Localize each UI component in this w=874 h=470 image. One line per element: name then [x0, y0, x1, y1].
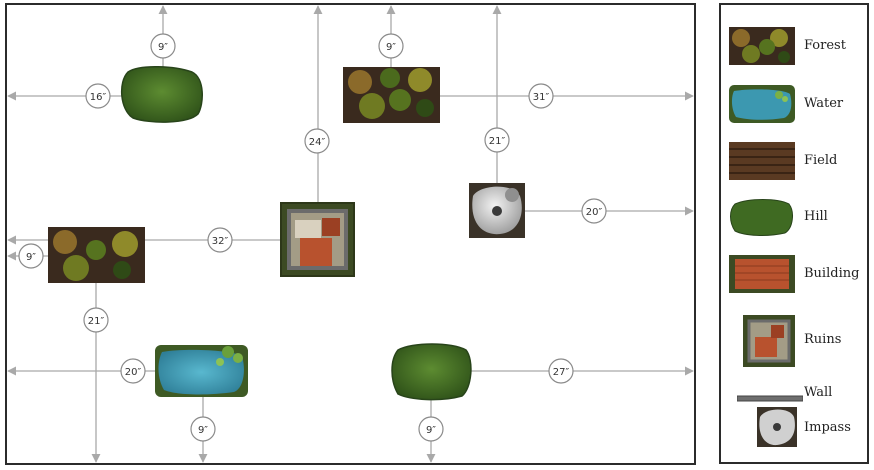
svg-text:9″: 9″ — [158, 42, 168, 53]
svg-text:9″: 9″ — [198, 425, 208, 436]
svg-text:21″: 21″ — [489, 136, 506, 147]
hill-terrain-2 — [391, 343, 472, 401]
legend-label-impass: Impass — [804, 420, 851, 435]
svg-text:16″: 16″ — [90, 92, 107, 103]
measurement-label-forest-top: 9″ — [378, 33, 404, 59]
legend-item-field: Field — [729, 142, 865, 186]
hill-terrain — [121, 65, 203, 123]
measurement-label-forest2-down: 21″ — [83, 307, 109, 333]
measurement-labels: 9″ 16″ 9″ 31″ 24″ 21″ 20″ 32″ 9″ 21″ 20″ 9″ 27″ 9″ — [18, 33, 607, 442]
measurement-label-hill-left: 16″ — [85, 83, 111, 109]
svg-text:20″: 20″ — [586, 207, 603, 218]
measurement-label-impass-up: 21″ — [484, 127, 510, 153]
water-icon — [729, 85, 795, 127]
legend-item-forest: Forest — [729, 27, 865, 71]
forest-terrain-2 — [48, 227, 145, 283]
impass-terrain — [469, 183, 525, 238]
legend-item-impass: Impass — [729, 407, 865, 451]
legend-item-building: Building — [729, 255, 865, 299]
svg-text:20″: 20″ — [125, 367, 142, 378]
legend-label-forest: Forest — [804, 38, 846, 53]
legend-label-field: Field — [804, 153, 838, 168]
measurement-label-hill2-right: 27″ — [548, 358, 574, 384]
legend-item-wall: Wall — [729, 375, 865, 419]
measurement-label-water-down: 9″ — [190, 416, 216, 442]
hill-icon — [729, 198, 795, 240]
ruins-icon — [743, 315, 795, 371]
svg-text:32″: 32″ — [212, 236, 229, 247]
svg-text:24″: 24″ — [309, 137, 326, 148]
legend-label-wall: Wall — [804, 385, 833, 400]
ruins-terrain — [280, 202, 355, 277]
legend-item-water: Water — [729, 85, 865, 129]
impass-icon — [757, 407, 797, 451]
measurement-label-ruins-up: 24″ — [304, 128, 330, 154]
battle-map: 9″ 16″ 9″ 31″ 24″ 21″ 20″ 32″ 9″ 21″ 20″ 9″ 27″ 9″ — [5, 3, 696, 465]
field-icon — [729, 142, 795, 184]
building-icon — [729, 255, 795, 297]
legend-item-hill: Hill — [729, 198, 865, 242]
forest-icon — [729, 27, 795, 69]
svg-text:21″: 21″ — [88, 316, 105, 327]
measurement-label-ruins-left: 32″ — [207, 227, 233, 253]
measurement-label-hill2-down: 9″ — [418, 416, 444, 442]
legend-label-hill: Hill — [804, 209, 828, 224]
svg-text:9″: 9″ — [26, 252, 36, 263]
legend-label-ruins: Ruins — [804, 332, 842, 347]
svg-text:9″: 9″ — [426, 425, 436, 436]
svg-text:9″: 9″ — [386, 42, 396, 53]
measurement-label-hill-top: 9″ — [150, 33, 176, 59]
measurement-label-forest2-left: 9″ — [18, 243, 44, 269]
svg-text:31″: 31″ — [533, 92, 550, 103]
legend-item-ruins: Ruins — [729, 315, 865, 367]
measurement-label-forest-right: 31″ — [528, 83, 554, 109]
svg-text:27″: 27″ — [553, 367, 570, 378]
wall-icon — [736, 389, 804, 408]
measurement-label-water-left: 20″ — [120, 358, 146, 384]
measurement-label-impass-right: 20″ — [581, 198, 607, 224]
legend-label-water: Water — [804, 96, 844, 111]
forest-terrain — [343, 67, 440, 123]
water-terrain — [155, 345, 248, 397]
legend-label-building: Building — [804, 266, 860, 281]
